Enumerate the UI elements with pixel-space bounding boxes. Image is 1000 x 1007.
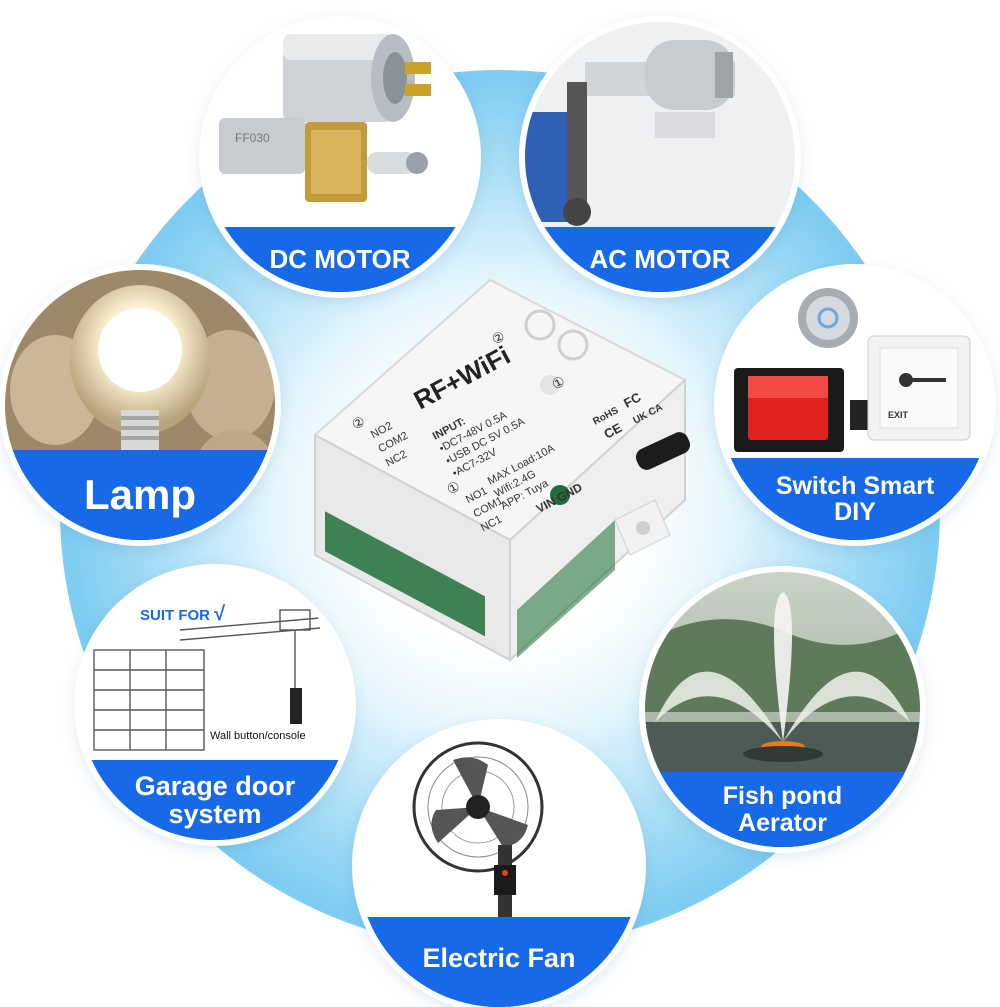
switch-card: EXIT Switch Smart DIY	[720, 270, 990, 540]
fish-pond-label: Fish pond Aerator	[645, 772, 920, 847]
wall-button-caption: Wall button/console	[210, 730, 306, 742]
garage-card: SUIT FOR √ Wall button/console Garage do…	[80, 570, 350, 840]
ac-motor-label: AC MOTOR	[525, 227, 795, 292]
garage-label-line2: system	[168, 799, 262, 829]
dc-motor-label-text: DC MOTOR	[269, 243, 411, 274]
suit-for-text: SUIT FOR	[140, 607, 210, 624]
fan-label: Electric Fan	[358, 917, 640, 1007]
garage-label-line1: Garage door	[134, 770, 296, 801]
ac-motor-card: AC MOTOR	[525, 22, 795, 292]
relay-module: RF+WiFi INPUT: •DC7-48V 0.5A •USB DC 5V …	[313, 278, 691, 663]
fcc-mark: FC	[621, 389, 644, 411]
dc-motor-card: FF030 DC MOTOR	[205, 22, 475, 292]
exit-text: EXIT	[888, 410, 909, 420]
switch-label-line2: DIY	[834, 498, 876, 526]
lamp-label-text: Lamp	[83, 470, 196, 518]
check-mark-icon: √	[214, 603, 226, 625]
lamp-card: Lamp	[5, 270, 275, 540]
suit-for-badge: SUIT FOR √	[140, 603, 225, 626]
garage-label: Garage door system	[80, 760, 350, 840]
switch-label-line1: Switch Smart	[775, 471, 935, 500]
motor-stamp-text: FF030	[235, 131, 270, 145]
fan-card: Electric Fan	[358, 725, 640, 1007]
lamp-label: Lamp	[5, 450, 275, 540]
fish-pond-label-line1: Fish pond	[722, 782, 843, 811]
fan-label-text: Electric Fan	[422, 942, 576, 973]
ac-motor-label-text: AC MOTOR	[589, 243, 731, 274]
fish-pond-label-line2: Aerator	[738, 808, 827, 837]
fish-pond-card: Fish pond Aerator	[645, 572, 920, 847]
switch-label: Switch Smart DIY	[720, 458, 990, 540]
